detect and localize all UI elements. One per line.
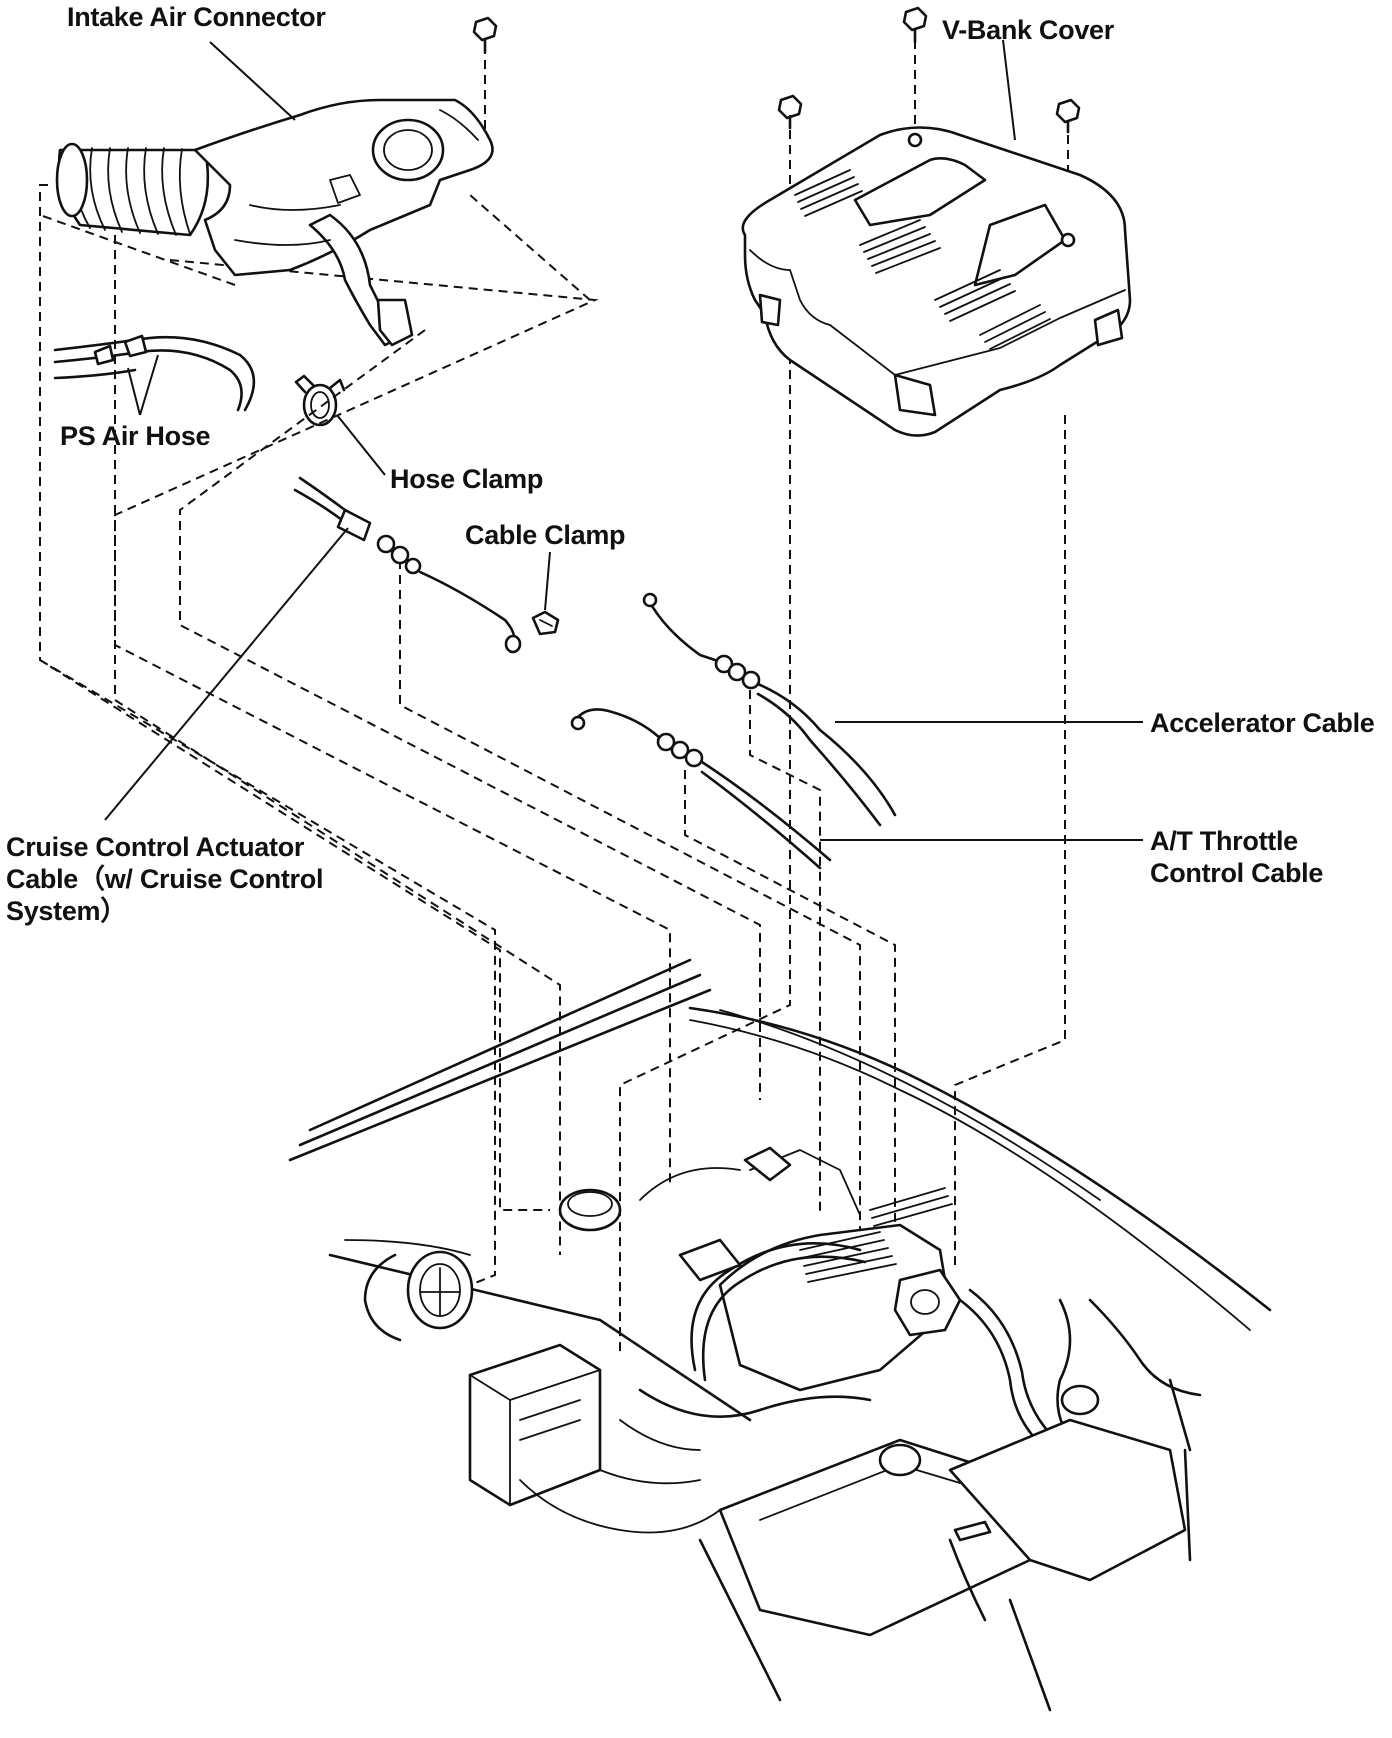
label-cable-clamp: Cable Clamp <box>465 520 625 550</box>
bolt-icon <box>902 6 928 44</box>
engine-compartment <box>288 958 1272 1712</box>
bolt-icon <box>777 94 803 130</box>
label-at-throttle-line1: A/T Throttle <box>1150 826 1298 856</box>
cable-clamp <box>531 610 560 636</box>
label-intake-air-connector: Intake Air Connector <box>67 2 326 32</box>
callout-labels: Intake Air Connector V-Bank Cover PS Air… <box>6 2 1375 926</box>
at-throttle-control-cable <box>570 708 832 870</box>
intake-air-connector <box>55 98 494 347</box>
label-ps-air-hose: PS Air Hose <box>60 421 211 451</box>
accelerator-cable <box>642 592 897 827</box>
label-v-bank-cover: V-Bank Cover <box>942 15 1115 45</box>
label-cruise-line2: Cable（w/ Cruise Control <box>6 864 323 894</box>
label-cruise-line1: Cruise Control Actuator <box>6 832 305 862</box>
assembly-guide-lines <box>39 40 1069 1355</box>
label-at-throttle-line2: Control Cable <box>1150 858 1323 888</box>
v-bank-cover <box>741 126 1132 437</box>
cruise-control-actuator-cable <box>293 476 522 654</box>
ps-air-hose <box>53 334 256 412</box>
label-hose-clamp: Hose Clamp <box>390 464 543 494</box>
hose-clamp <box>294 374 346 427</box>
label-accelerator-cable: Accelerator Cable <box>1150 708 1375 738</box>
label-cruise-line3: System） <box>6 896 127 926</box>
bolt-icon <box>1055 98 1081 134</box>
bolt-icon <box>472 16 498 54</box>
leader-lines <box>104 39 1143 841</box>
